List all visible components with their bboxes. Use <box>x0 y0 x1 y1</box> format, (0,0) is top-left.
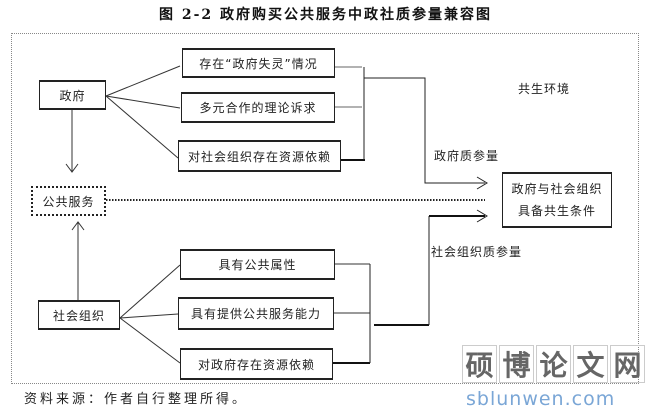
result-node: 政府与社会组织 具备共生条件 <box>502 172 612 228</box>
org-factor-1-text: 具有公共属性 <box>218 258 297 272</box>
gov-factor-2: 多元合作的理论诉求 <box>181 92 335 123</box>
watermark-char: 文 <box>573 345 608 383</box>
watermark-char: 博 <box>499 345 534 383</box>
government-node: 政府 <box>39 80 106 110</box>
result-line-2: 具备共生条件 <box>517 204 596 218</box>
public-service-label: 公共服务 <box>42 194 95 209</box>
watermark-logo: 硕 博 论 文 网 <box>462 345 645 383</box>
org-factor-2-text: 具有提供公共服务能力 <box>190 307 321 321</box>
watermark-char: 论 <box>536 345 571 383</box>
gov-parameter-arrow <box>364 77 485 184</box>
org-parameter-label: 社会组织质参量 <box>431 245 523 259</box>
public-service-node: 公共服务 <box>31 186 106 216</box>
gov-parameter-label: 政府质参量 <box>434 149 500 163</box>
org-factor-1: 具有公共属性 <box>180 249 335 280</box>
org-connector-1 <box>119 264 181 319</box>
gov-connector-2 <box>105 95 181 109</box>
gov-factor-3-text: 对社会组织存在资源依赖 <box>187 149 331 164</box>
watermark-char: 硕 <box>462 345 497 383</box>
gov-connector-3 <box>105 95 179 159</box>
org-up-arrow-head <box>71 221 85 231</box>
gov-down-arrow-head <box>65 163 79 173</box>
watermark-char: 网 <box>610 345 645 383</box>
social-org-label: 社会组织 <box>52 308 105 323</box>
gov-factor-3: 对社会组织存在资源依赖 <box>178 140 341 172</box>
org-connector-3 <box>119 317 181 364</box>
org-connector-2 <box>119 313 179 319</box>
gov-factor-1: 存在“政府失灵”情况 <box>182 48 335 78</box>
watermark-url: sblunwen.com <box>466 388 616 410</box>
gov-connector-1 <box>105 65 181 97</box>
symbiotic-environment-frame <box>11 33 639 384</box>
social-org-node: 社会组织 <box>38 300 120 330</box>
org-factor-3: 对政府存在资源依赖 <box>180 348 333 380</box>
source-note: 资料来源：作者自行整理所得。 <box>24 392 249 407</box>
gov-factor-2-text: 多元合作的理论诉求 <box>199 101 317 115</box>
result-line-1: 政府与社会组织 <box>511 182 603 196</box>
government-label: 政府 <box>59 88 86 103</box>
org-factor-2: 具有提供公共服务能力 <box>178 297 334 330</box>
org-factor-3-text: 对政府存在资源依赖 <box>197 357 315 372</box>
gov-factor-1-text: 存在“政府失灵”情况 <box>199 56 318 71</box>
figure-title: 图 2-2 政府购买公共服务中政社质参量兼容图 <box>158 7 493 23</box>
environment-label: 共生环境 <box>518 82 571 96</box>
